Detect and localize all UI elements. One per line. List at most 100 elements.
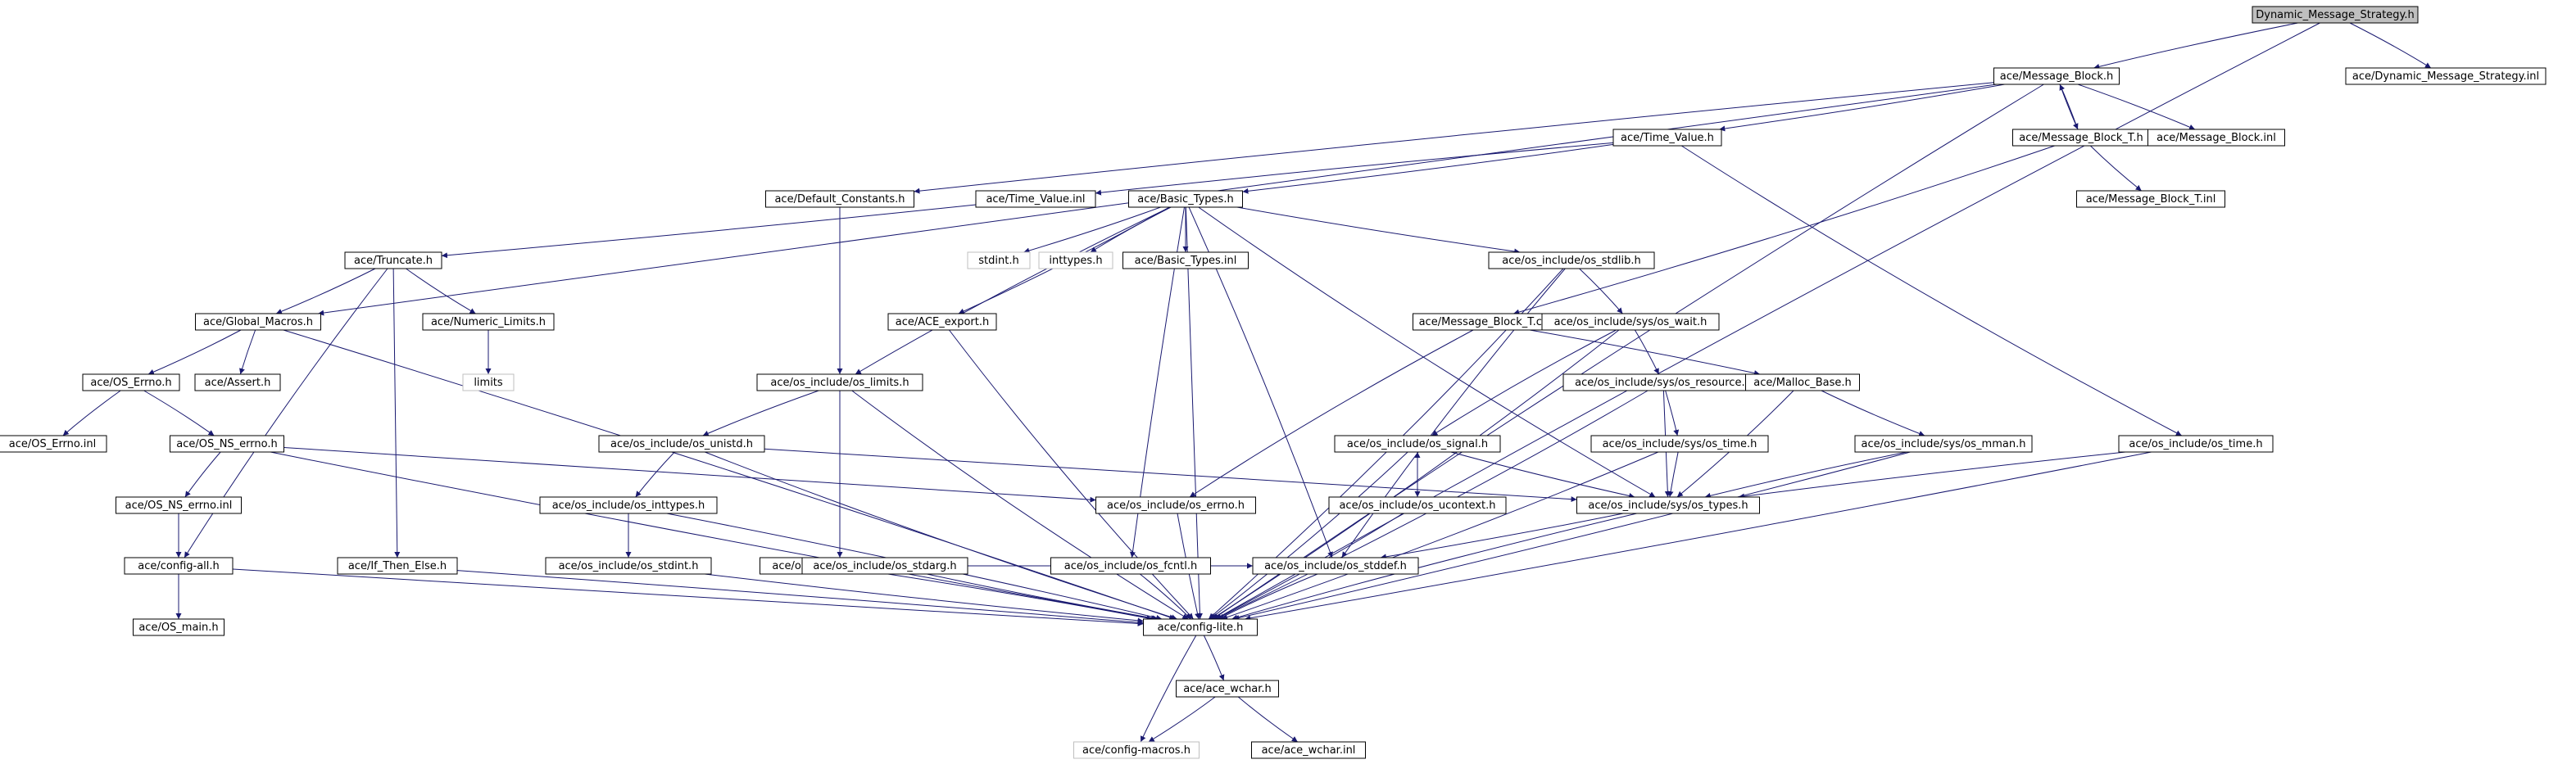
node-oserrnoinl[interactable]: ace/OS_Errno.inl [0,435,107,453]
node-btinl[interactable]: ace/Basic_Types.inl [1122,251,1249,269]
node-box [344,251,442,269]
node-inttypes[interactable]: inttypes.h [1038,251,1113,269]
node-oswait[interactable]: ace/os_include/sys/os_wait.h [1541,313,1720,331]
node-malloc[interactable]: ace/Malloc_Base.h [1745,373,1860,391]
edge-aceexp-to-configlite [949,329,1194,620]
node-aceexp[interactable]: ace/ACE_export.h [887,313,997,331]
edge-ostime-to-ostypes [1738,451,2126,500]
node-box [1854,435,2033,453]
node-mbtcpp[interactable]: ace/Message_Block_T.cpp [1413,313,1562,331]
node-osstdarg[interactable]: ace/os_include/os_stdarg.h [801,557,968,575]
node-ossystime[interactable]: ace/os_include/sys/os_time.h [1590,435,1769,453]
node-osres[interactable]: ace/os_include/sys/os_resource.h [1562,373,1764,391]
edge-mbt-to-mbtinl [2089,145,2142,192]
edge-osstdlib-to-oswait [1579,268,1623,314]
node-limits[interactable]: limits [462,373,515,391]
node-assert[interactable]: ace/Assert.h [194,373,281,391]
node-box [1143,618,1258,636]
node-box [1612,129,1722,147]
node-ossignal[interactable]: ace/os_include/os_signal.h [1334,435,1501,453]
node-ostime[interactable]: ace/os_include/os_time.h [2118,435,2274,453]
edge-ossignal-to-ostypes [1450,451,1635,499]
node-osucontext[interactable]: ace/os_include/os_ucontext.h [1328,496,1507,514]
node-ifthen[interactable]: ace/If_Then_Else.h [337,557,458,575]
node-osfcntl[interactable]: ace/os_include/os_fcntl.h [1050,557,1211,575]
node-osunistd[interactable]: ace/os_include/os_unistd.h [598,435,765,453]
node-box [1038,251,1113,269]
node-acewchar[interactable]: ace/ace_wchar.h [1176,680,1279,698]
node-label: ace/Message_Block.h [2000,70,2114,83]
node-dmsinl[interactable]: ace/Dynamic_Message_Strategy.inl [2345,67,2547,85]
node-box [2345,67,2547,85]
node-osnserrnoinl[interactable]: ace/OS_NS_errno.inl [116,496,242,514]
node-osstdlib[interactable]: ace/os_include/os_stdlib.h [1488,251,1655,269]
node-osnserrno[interactable]: ace/OS_NS_errno.h [170,435,284,453]
node-stdint[interactable]: stdint.h [967,251,1031,269]
node-box [2147,129,2285,147]
node-box [1541,313,1720,331]
node-gm[interactable]: ace/Global_Macros.h [195,313,321,331]
edge-ossystime-to-ostypes [1667,451,1679,498]
node-mb[interactable]: ace/Message_Block.h [1993,67,2120,85]
edge-gm-to-assert [239,329,256,375]
node-osstdint[interactable]: ace/os_include/os_stdint.h [545,557,712,575]
node-numlim[interactable]: ace/Numeric_Limits.h [422,313,555,331]
node-oserrno_h[interactable]: ace/OS_Errno.h [82,373,180,391]
node-box [2076,190,2225,208]
node-configlite[interactable]: ace/config-lite.h [1143,618,1258,636]
edge-osmman-to-configlite [1233,451,1911,621]
edge-osstddef-to-configlite [1218,573,1318,620]
edge-trunc-to-configall [184,268,388,558]
node-oslimits[interactable]: ace/os_include/os_limits.h [756,373,923,391]
node-box [1328,496,1507,514]
node-label: ace/OS_main.h [138,622,218,634]
node-trunc[interactable]: ace/Truncate.h [344,251,442,269]
node-oserrno[interactable]: ace/os_include/os_errno.h [1095,496,1256,514]
node-box [1993,67,2120,85]
node-label: ace/Basic_Types.h [1137,193,1233,206]
node-tvinl[interactable]: ace/Time_Value.inl [975,190,1096,208]
node-osinttypes[interactable]: ace/os_include/os_inttypes.h [539,496,718,514]
edge-gm-to-oserrno_h [147,329,242,375]
node-box [887,313,997,331]
node-tv[interactable]: ace/Time_Value.h [1612,129,1722,147]
node-configmacros[interactable]: ace/config-macros.h [1073,741,1200,759]
edge-tv-to-bt [1242,143,1614,194]
node-dms[interactable]: Dynamic_Message_Strategy.h [2252,6,2419,24]
node-label: ace/Time_Value.h [1621,132,1714,144]
node-label: ace/config-macros.h [1082,744,1190,757]
node-label: ace/config-all.h [138,560,220,572]
node-label: ace/os_include/os_ucontext.h [1339,500,1495,512]
node-box [545,557,712,575]
node-osmain[interactable]: ace/OS_main.h [133,618,224,636]
node-box [194,373,281,391]
node-label: ace/ace_wchar.inl [1262,744,1356,757]
node-label: ace/os_include/os_time.h [2129,438,2262,450]
node-label: inttypes.h [1049,255,1102,267]
node-box [539,496,718,514]
edge-osres-to-ossystime [1665,390,1680,436]
node-mbt[interactable]: ace/Message_Block_T.h [2012,129,2150,147]
node-box [967,251,1031,269]
node-label: ace/os_include/os_stdint.h [559,560,699,572]
edge-mbt-to-mb [2059,84,2079,130]
node-mbtinl[interactable]: ace/Message_Block_T.inl [2076,190,2225,208]
node-bt[interactable]: ace/Basic_Types.h [1128,190,1243,208]
edge-mb-to-dc [914,82,1994,194]
node-mbinl[interactable]: ace/Message_Block.inl [2147,129,2285,147]
node-acewcharinl[interactable]: ace/ace_wchar.inl [1251,741,1366,759]
node-box [1122,251,1249,269]
node-dc[interactable]: ace/Default_Constants.h [765,190,914,208]
node-osmman[interactable]: ace/os_include/sys/os_mman.h [1854,435,2033,453]
node-ostypes[interactable]: ace/os_include/sys/os_types.h [1576,496,1760,514]
edge-oslimits-to-osunistd [702,390,819,436]
node-label: ace/Basic_Types.inl [1135,255,1237,267]
edge-trunc-to-ifthen [392,268,401,558]
node-configall[interactable]: ace/config-all.h [124,557,234,575]
node-label: ace/ACE_export.h [896,316,989,328]
node-osstddef[interactable]: ace/os_include/os_stddef.h [1252,557,1419,575]
node-label: ace/os_include/os_stddef.h [1264,560,1407,572]
node-label: ace/OS_Errno.h [90,377,171,389]
node-box [1745,373,1860,391]
